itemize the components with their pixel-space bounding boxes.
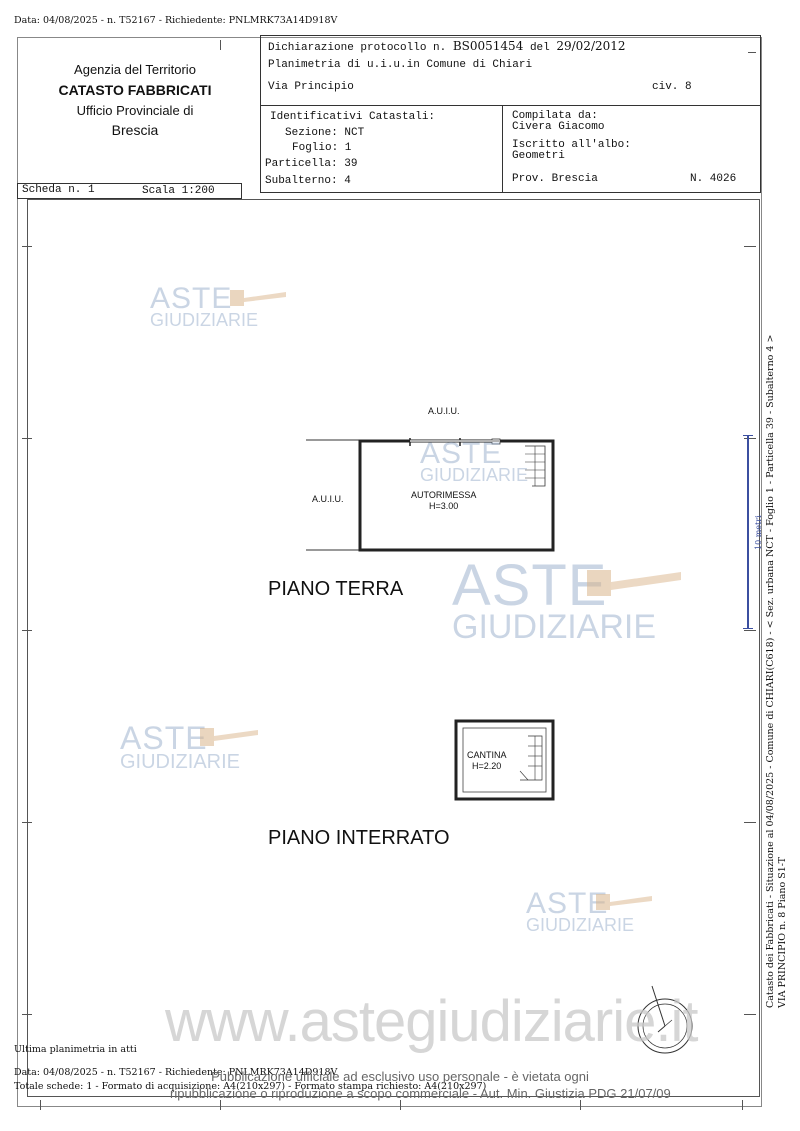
agency-line4: Brescia [111, 122, 159, 138]
watermark-logo: ASTE GIUDIZIARIE [120, 720, 241, 773]
gavel-icon [596, 894, 652, 910]
frame-tick [580, 1100, 581, 1110]
outer-frame [17, 37, 762, 1107]
watermark-logo: ASTE GIUDIZIARIE [150, 282, 259, 330]
albo-value: Geometri [512, 150, 565, 162]
frame-tick [22, 246, 32, 247]
room-cantina-name: CANTINA [467, 750, 507, 760]
watermark-logo: ASTE GIUDIZIARIE [420, 437, 529, 485]
scale-bar [747, 435, 749, 629]
frame-tick [22, 822, 32, 823]
watermark-site: www.astegiudiziarie.it [165, 989, 698, 1054]
gavel-icon [200, 728, 258, 746]
frame-tick [220, 40, 221, 50]
floor-label-terra: PIANO TERRA [268, 578, 404, 600]
frame-tick [40, 1100, 41, 1110]
label-auiu-top: A.U.I.U. [428, 406, 460, 416]
scheda-box [17, 183, 242, 199]
frame-tick [220, 1100, 221, 1110]
scheda-label: Scheda n. 1 [22, 184, 95, 196]
room-autorimessa-height: H=3.00 [429, 501, 459, 511]
agency-line3: Ufficio Provinciale di [76, 103, 194, 118]
agency-line2: CATASTO FABBRICATI [58, 82, 212, 98]
frame-tick [22, 1014, 32, 1015]
compilata-name: Civera Giacomo [512, 121, 605, 133]
floor-label-interrato: PIANO INTERRATO [268, 827, 450, 849]
gavel-icon [587, 570, 681, 596]
scale-bar-label: 10 metri [754, 515, 763, 550]
identificativi-particella: Particella: 39 [265, 158, 358, 170]
address-civ: civ. 8 [652, 81, 692, 93]
footer-pub-line2: ripubblicazione o riproduzione a scopo c… [170, 1086, 671, 1101]
watermark-logo: ASTE GIUDIZIARIE [526, 887, 635, 935]
gavel-icon [230, 290, 286, 306]
frame-tick [742, 1100, 743, 1110]
identificativi-title: Identificativi Catastali: [270, 111, 436, 123]
north-arrow-icon [637, 985, 693, 1054]
planimetria-line: Planimetria di u.i.u.in Comune di Chiari [268, 59, 533, 71]
footer-ultima: Ultima planimetria in atti [14, 1044, 137, 1055]
footer-pub-line1: Pubblicazione ufficiale ad esclusivo uso… [211, 1069, 589, 1084]
watermark-logo: ASTE GIUDIZIARIE [452, 553, 657, 647]
header-box [260, 35, 761, 193]
declaration-label: Dichiarazione protocollo n. BS0051454 de… [268, 39, 626, 54]
frame-tick [748, 52, 756, 53]
scale-bar-end-bottom [743, 628, 753, 629]
agency-line1: Agenzia del Territorio [74, 62, 196, 77]
vertical-text-2: VIA PRINCIPIO n. 8 Piano S1-T [777, 856, 788, 1008]
identificativi-sezione: Sezione: NCT [285, 127, 365, 139]
frame-tick [744, 630, 756, 631]
compilata-label: Compilata da: [512, 110, 598, 122]
frame-tick [744, 1014, 756, 1015]
footer-data: Data: 04/08/2025 - n. T52167 - Richieden… [14, 1067, 338, 1078]
frame-tick [400, 1100, 401, 1110]
compilata-num: N. 4026 [690, 173, 737, 185]
floorplan-terra [306, 438, 555, 552]
room-cantina-height: H=2.20 [472, 761, 502, 771]
frame-tick [22, 438, 32, 439]
drawing-frame [27, 199, 760, 1097]
label-auiu-left: A.U.I.U. [312, 494, 344, 504]
scale-bar-end-top [743, 435, 753, 436]
room-autorimessa-name: AUTORIMESSA [411, 490, 477, 500]
top-meta: Data: 04/08/2025 - n. T52167 - Richieden… [14, 15, 338, 26]
address-street: Via Principio [268, 81, 354, 93]
frame-tick [744, 822, 756, 823]
footer-totale: Totale schede: 1 - Formato di acquisizio… [14, 1081, 487, 1092]
floorplan-interrato [454, 719, 555, 801]
identificativi-foglio: Foglio: 1 [292, 142, 352, 154]
compilata-prov: Prov. Brescia [512, 173, 598, 185]
vertical-text-1: Catasto dei Fabbricati - Situazione al 0… [765, 334, 776, 1008]
identificativi-subalterno: Subalterno: 4 [265, 175, 351, 187]
frame-tick [744, 438, 756, 439]
frame-tick [22, 630, 32, 631]
header-vdivider [502, 105, 503, 193]
scheda-scala: Scala 1:200 [142, 185, 215, 197]
header-divider [260, 105, 761, 106]
frame-tick [744, 246, 756, 247]
albo-label: Iscritto all'albo: [512, 139, 631, 151]
